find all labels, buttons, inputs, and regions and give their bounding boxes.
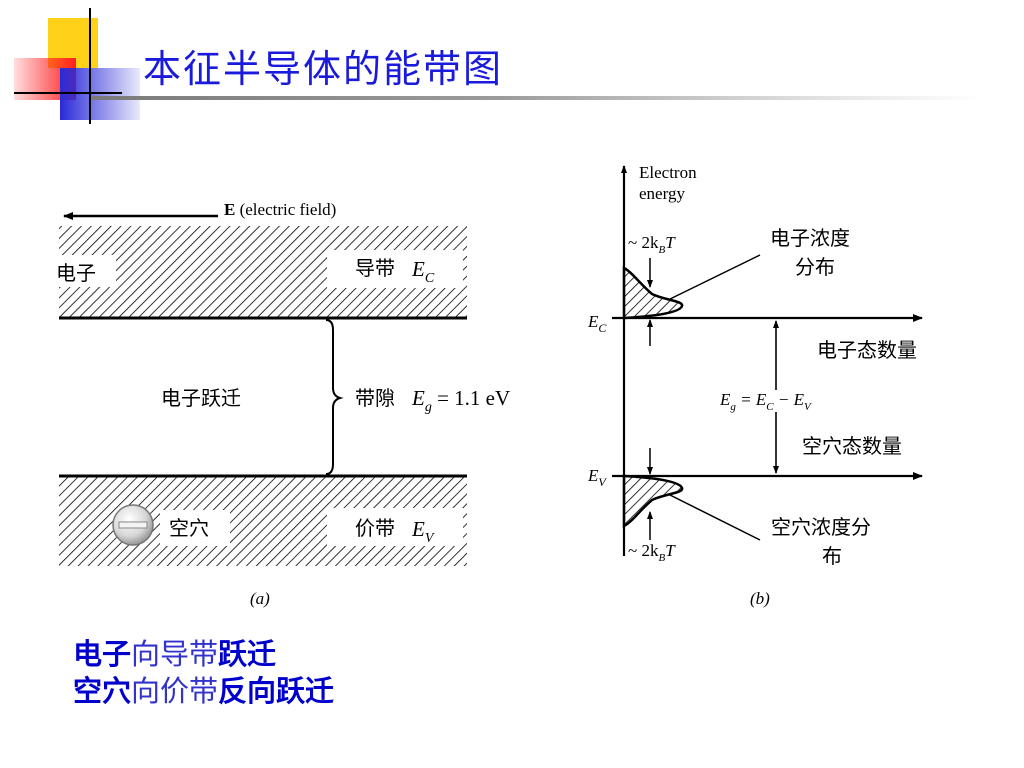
hole-concentration-pointer [667,493,761,541]
bottom-width-label: ~ 2kBT [628,541,676,564]
ev-symbol: EV [587,466,607,489]
electron-concentration-label-line1: 电子浓度 [770,226,850,250]
band-gap-label: 带隙 [355,386,395,410]
slide-logo [14,8,140,124]
electron-concentration-label-line2: 分布 [795,255,835,279]
electron-states-label: 电子态数量 [817,338,917,362]
energy-axis-label-line2: energy [639,184,685,203]
valence-band-label: 价带 [355,516,395,540]
summary-transition: 跃迁 [218,637,277,671]
summary-hole: 空穴 [73,674,132,708]
summary-text: 电子向导带跃迁 空穴向价带反向跃迁 [73,636,334,710]
caption-a: (a) [250,589,270,608]
band-gap-brace [325,319,344,475]
title-underline [92,96,982,100]
summary-reverse-transition: 反向跃迁 [218,674,335,708]
hole-states-label: 空穴态数量 [802,434,902,458]
summary-line-1: 电子向导带跃迁 [73,636,334,673]
hole-concentration-label-line2: 布 [822,544,842,568]
band-gap-value: Eg = 1.1 eV [411,386,510,415]
electric-field-label: E (electric field) [224,200,336,219]
hole-label: 空穴 [169,516,209,540]
caption-b: (b) [750,589,770,608]
valence-band-label-box [327,508,463,546]
hole-distribution-curve [622,474,684,529]
energy-axis-label-line1: Electron [639,163,697,182]
summary-line-2: 空穴向价带反向跃迁 [73,673,334,710]
diagram-b: Electron energy EC EV ~ 2kBT ~ 2kBT [587,163,929,608]
hole-icon-minus [118,521,148,529]
conduction-band-label-box [327,250,463,288]
electron-label: 电子 [56,261,96,285]
conduction-band-label: 导带 [355,256,395,280]
electron-transition-label: 电子跃迁 [161,386,241,410]
electron-distribution-curve [622,265,684,320]
electron-concentration-pointer [667,254,761,301]
top-width-label: ~ 2kBT [628,233,676,256]
summary-to-valence: 向价带 [131,674,219,708]
valence-band-symbol: EV [411,517,435,546]
diagram-a: E (electric field) 电子 导带 EC 电子跃迁 带隙 Eg =… [52,200,510,608]
conduction-band-symbol: EC [411,257,435,286]
summary-electron: 电子 [73,637,132,671]
ec-symbol: EC [587,312,607,335]
eg-equation: Eg = EC − EV [719,390,812,413]
hole-concentration-label-line1: 空穴浓度分 [771,515,871,539]
summary-to-conduction: 向导带 [131,637,219,671]
hole-states-label-box [795,428,929,462]
hole-label-box [160,510,230,546]
slide-title: 本征半导体的能带图 [143,47,504,91]
electron-label-box [52,255,116,287]
transition-label-box [145,380,275,414]
